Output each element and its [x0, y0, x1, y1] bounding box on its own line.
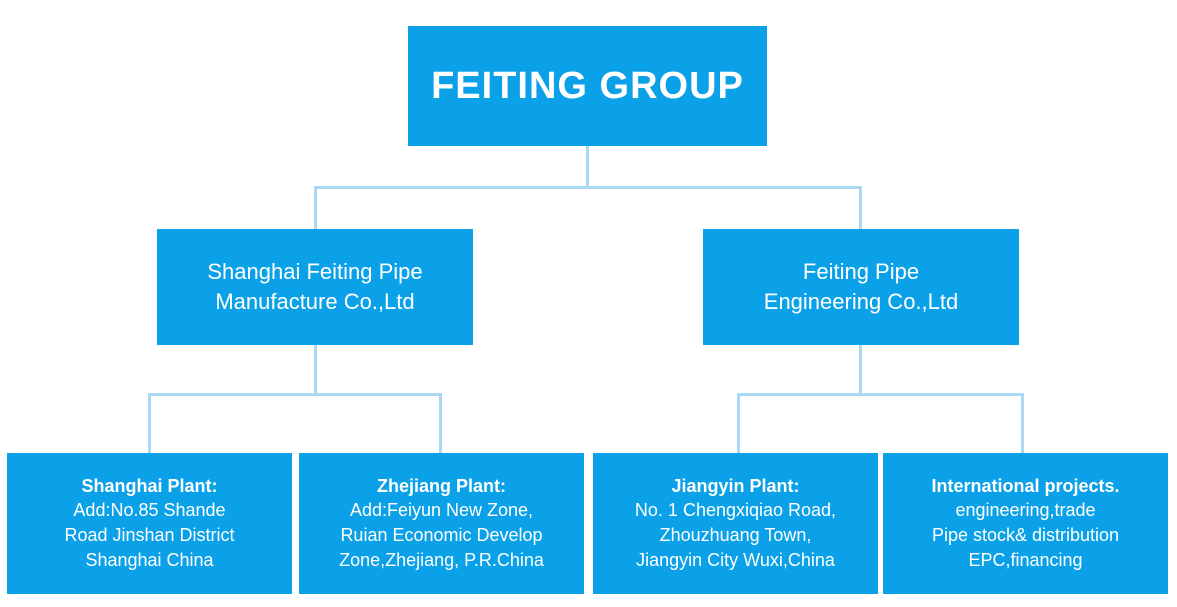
connector-unit-3-up — [737, 393, 740, 453]
company-node-shanghai-feiting: Shanghai Feiting Pipe Manufacture Co.,Lt… — [157, 229, 473, 345]
connector-company-1-up — [314, 186, 317, 229]
unit-details: No. 1 Chengxiqiao Road, Zhouzhuang Town,… — [634, 500, 837, 570]
connector-unit-1-up — [148, 393, 151, 453]
unit-details: Add:Feiyun New Zone, Ruian Economic Deve… — [339, 500, 544, 570]
connector-root-down — [586, 146, 589, 188]
connector-company-1-down — [314, 345, 317, 395]
unit-details: engineering,trade Pipe stock& distributi… — [931, 500, 1120, 570]
connector-unit-4-up — [1021, 393, 1024, 453]
company-name: Feiting Pipe Engineering Co.,Ltd — [763, 259, 959, 314]
company-node-feiting-engineering: Feiting Pipe Engineering Co.,Ltd — [703, 229, 1019, 345]
connector-company-2-up — [859, 186, 862, 229]
company-name: Shanghai Feiting Pipe Manufacture Co.,Lt… — [207, 259, 423, 314]
root-title: FEITING GROUP — [431, 64, 744, 107]
unit-heading: Zhejiang Plant: — [376, 476, 506, 496]
connector-unit-2-up — [439, 393, 442, 453]
unit-node-shanghai-plant: Shanghai Plant: Add:No.85 Shande Road Ji… — [7, 453, 292, 594]
unit-node-zhejiang-plant: Zhejiang Plant: Add:Feiyun New Zone, Rui… — [299, 453, 584, 594]
root-node: FEITING GROUP — [408, 26, 767, 146]
connector-company-2-down — [859, 345, 862, 395]
unit-heading: Shanghai Plant: — [81, 476, 218, 496]
connector-level2-left-horizontal — [148, 393, 442, 396]
unit-node-international-projects: International projects. engineering,trad… — [883, 453, 1168, 594]
unit-heading: Jiangyin Plant: — [671, 476, 800, 496]
connector-level1-horizontal — [314, 186, 862, 189]
unit-heading: International projects. — [931, 476, 1120, 496]
unit-node-jiangyin-plant: Jiangyin Plant: No. 1 Chengxiqiao Road, … — [593, 453, 878, 594]
unit-details: Add:No.85 Shande Road Jinshan District S… — [64, 500, 235, 570]
connector-level2-right-horizontal — [737, 393, 1024, 396]
